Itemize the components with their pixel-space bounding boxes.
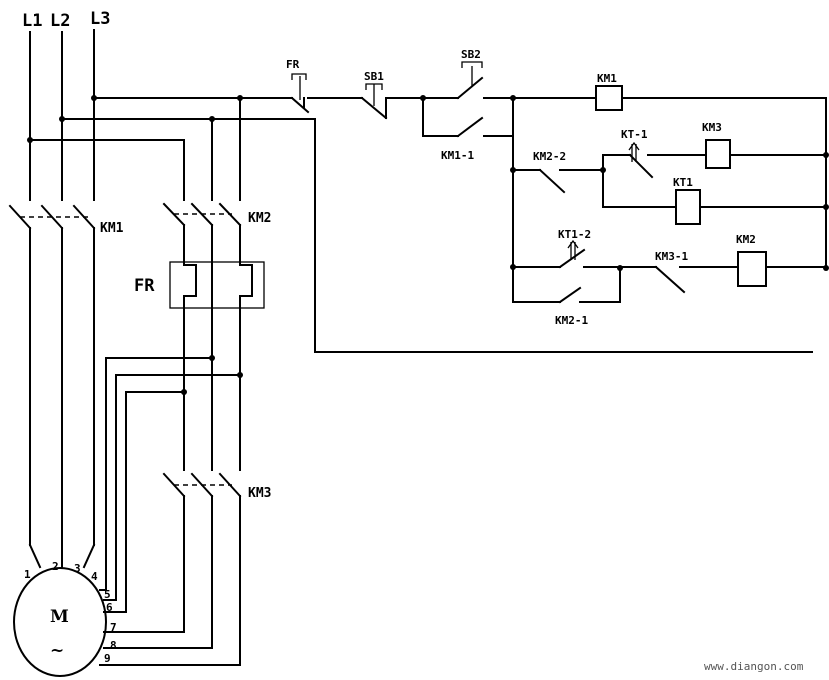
terminal-7: 7 bbox=[110, 621, 117, 634]
km1-coil-label: KM1 bbox=[597, 72, 617, 85]
sb1-stop-button bbox=[360, 83, 388, 120]
km2-label: KM2 bbox=[248, 211, 271, 226]
km2-main-contacts bbox=[162, 202, 242, 227]
terminal-3: 3 bbox=[74, 562, 81, 575]
km3-label: KM3 bbox=[248, 486, 271, 501]
fr-nc-contact bbox=[290, 73, 310, 114]
wire-terminal-9 bbox=[99, 495, 241, 666]
fr-contact-label: FR bbox=[286, 58, 300, 71]
km1-label: KM1 bbox=[100, 221, 124, 236]
fr-label: FR bbox=[134, 276, 155, 296]
kt1-coil-label: KT1 bbox=[673, 176, 693, 189]
km2-2-label: KM2-2 bbox=[533, 150, 566, 163]
km1-1-label: KM1-1 bbox=[441, 149, 474, 162]
terminal-9: 9 bbox=[104, 652, 111, 665]
motor-lead-3 bbox=[82, 543, 96, 569]
km3-coil bbox=[705, 139, 731, 169]
kt1-coil bbox=[675, 189, 701, 225]
kt-1-label: KT-1 bbox=[621, 128, 648, 141]
power-circuit: L1 L2 L3 KM1 bbox=[8, 9, 271, 666]
watermark: www.diangon.com bbox=[704, 660, 804, 673]
terminal-1: 1 bbox=[24, 568, 31, 581]
control-circuit: FR SB1 SB2 KM1-1 KM1 bbox=[211, 48, 829, 353]
motor: M ~ 1 2 3 4 5 6 7 8 9 bbox=[13, 560, 117, 677]
phase-label-l1: L1 bbox=[22, 11, 42, 31]
control-return bbox=[211, 118, 813, 353]
kt1-2-delay-arrow bbox=[567, 239, 579, 260]
sb1-label: SB1 bbox=[364, 70, 384, 83]
sb2-label: SB2 bbox=[461, 48, 481, 61]
motor-lead-1 bbox=[28, 543, 42, 569]
wire-terminal-6 bbox=[103, 391, 185, 613]
terminal-5: 5 bbox=[104, 588, 111, 601]
terminal-8: 8 bbox=[110, 639, 117, 652]
km3-main-contacts bbox=[162, 472, 242, 498]
wire-terminal-7 bbox=[103, 495, 185, 633]
wire-terminal-4 bbox=[99, 357, 213, 591]
wire-terminal-8 bbox=[103, 495, 213, 649]
phase-label-l3: L3 bbox=[90, 9, 110, 29]
sb2-start-button bbox=[456, 61, 484, 100]
km2-coil bbox=[737, 251, 767, 287]
km3-1-label: KM3-1 bbox=[655, 250, 688, 263]
km2-1-label: KM2-1 bbox=[555, 314, 588, 327]
wire-terminal-5 bbox=[103, 374, 241, 601]
terminal-6: 6 bbox=[106, 601, 113, 614]
kt-1-delay-arrow bbox=[628, 141, 640, 162]
motor-ac-symbol: ~ bbox=[50, 641, 64, 661]
km1-main-contacts bbox=[8, 204, 96, 230]
phase-label-l2: L2 bbox=[50, 11, 70, 31]
motor-symbol bbox=[13, 567, 107, 677]
terminal-2: 2 bbox=[52, 560, 59, 573]
kt1-2-label: KT1-2 bbox=[558, 228, 591, 241]
motor-letter: M bbox=[50, 607, 69, 627]
km1-coil bbox=[595, 85, 623, 111]
km3-coil-label: KM3 bbox=[702, 121, 722, 134]
fr-overload-element bbox=[169, 224, 265, 359]
km2-coil-label: KM2 bbox=[736, 233, 756, 246]
terminal-4: 4 bbox=[91, 570, 98, 583]
